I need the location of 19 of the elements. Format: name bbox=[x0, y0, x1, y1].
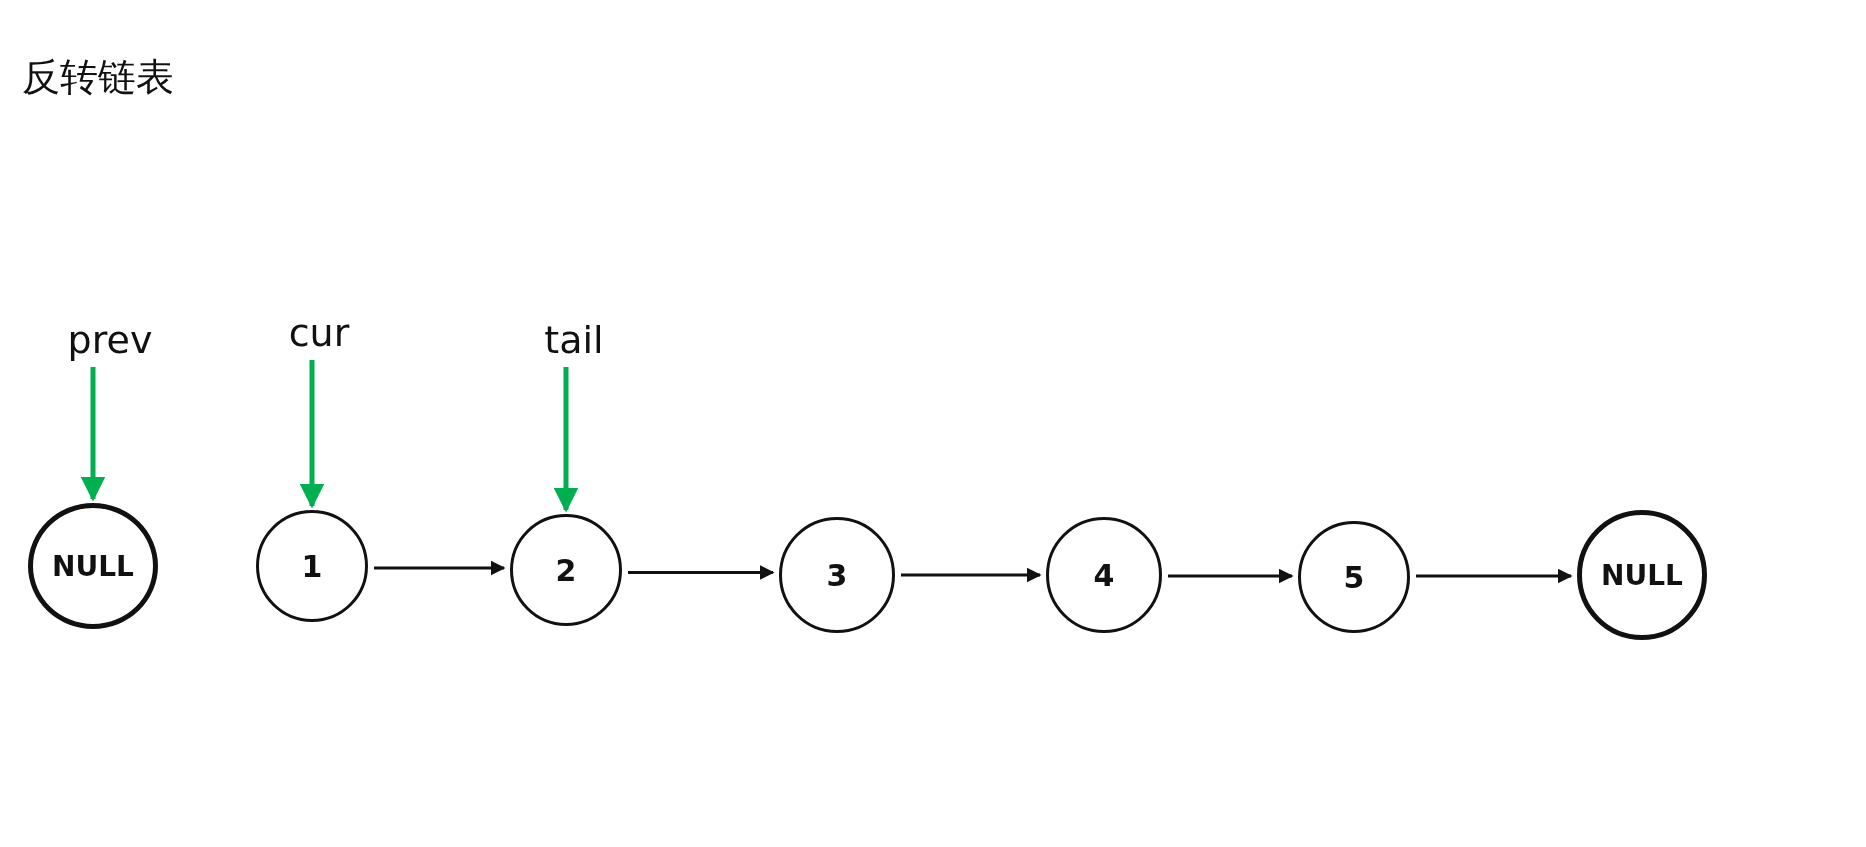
list-node-circle: 1 bbox=[256, 510, 368, 622]
list-node-circle: NULL bbox=[1577, 510, 1707, 640]
arrow bbox=[553, 367, 579, 513]
arrow bbox=[1168, 568, 1294, 584]
arrow bbox=[80, 367, 106, 502]
list-node-circle: 5 bbox=[1298, 521, 1410, 633]
list-node-circle: 2 bbox=[510, 514, 622, 626]
list-node-circle: 4 bbox=[1046, 517, 1162, 633]
arrow bbox=[901, 567, 1042, 583]
pointer-label: prev bbox=[60, 317, 160, 363]
arrow bbox=[628, 565, 775, 580]
arrow bbox=[299, 360, 325, 509]
pointer-label: cur bbox=[279, 310, 359, 356]
diagram-title: 反转链表 bbox=[22, 54, 174, 101]
arrow bbox=[1416, 568, 1573, 584]
pointer-label: tail bbox=[534, 317, 614, 363]
arrow bbox=[374, 560, 506, 576]
list-node-circle: NULL bbox=[28, 503, 158, 629]
list-node-circle: 3 bbox=[779, 517, 895, 633]
